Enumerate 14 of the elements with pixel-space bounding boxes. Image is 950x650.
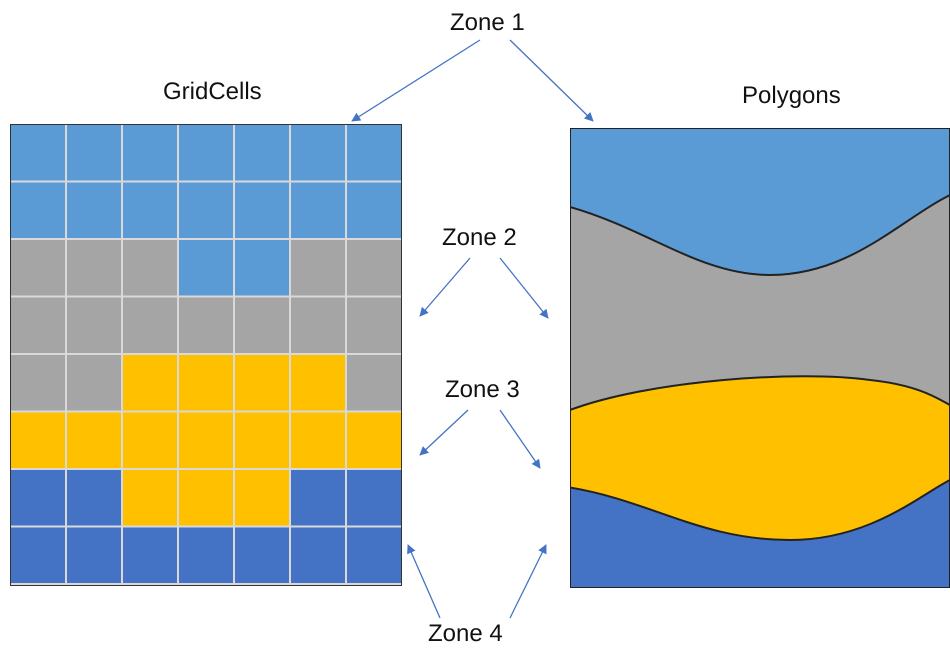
arrow [509,544,547,618]
heading: Polygons [742,82,841,110]
arrow [510,40,594,122]
arrow [419,410,468,456]
zone-label: Zone 1 [450,9,525,37]
arrow [407,544,441,618]
zone-label: Zone 2 [442,224,517,252]
arrow [499,410,541,469]
arrow [500,258,549,319]
heading: GridCells [163,78,262,106]
zone-label: Zone 4 [428,620,503,648]
zone-label: Zone 3 [445,376,520,404]
arrow [419,258,470,317]
arrow [351,39,480,122]
